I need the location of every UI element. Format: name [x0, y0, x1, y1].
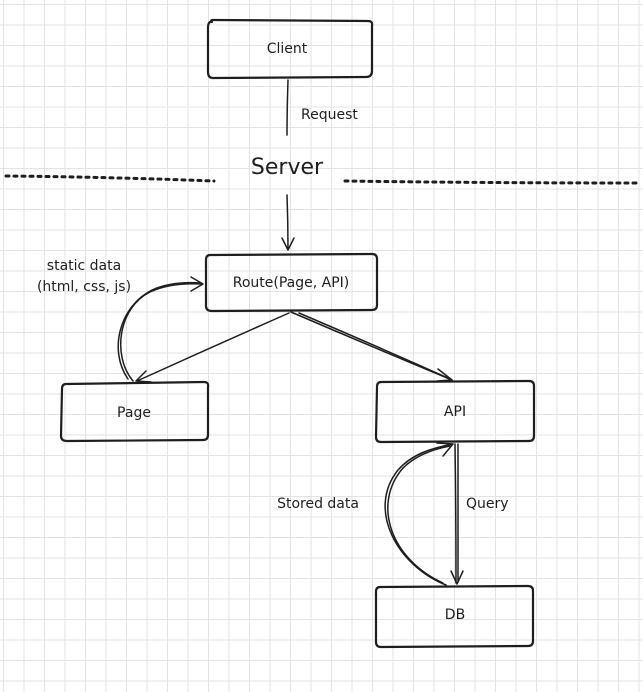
edge-route-api-line-2 — [298, 312, 449, 379]
node-db-box — [374, 584, 535, 649]
node-client-box — [206, 18, 374, 80]
edge-route-to-api — [290, 311, 453, 382]
edge-api-to-db: Query — [450, 443, 509, 585]
edge-request-line-bottom — [286, 194, 289, 250]
node-api-label: API — [444, 404, 466, 420]
server-boundary: Server — [4, 155, 640, 185]
boundary-line-left — [4, 174, 216, 183]
edge-stored-data-curve-2 — [387, 445, 451, 584]
node-api-box — [374, 379, 536, 444]
node-api[interactable]: API — [374, 379, 536, 444]
edge-request-line-top — [286, 79, 289, 136]
edge-static-data-label-line1: static data — [47, 258, 121, 274]
node-route-box — [204, 252, 379, 313]
edge-query-label: Query — [466, 496, 509, 512]
node-page[interactable]: Page — [59, 380, 210, 443]
edge-route-api-arrowhead — [436, 368, 453, 382]
edge-query-line-1 — [454, 443, 457, 584]
edge-route-page-arrowhead — [135, 370, 152, 383]
node-page-label: Page — [117, 405, 151, 421]
edge-route-page-line — [136, 312, 290, 382]
edge-static-data-curve-2 — [117, 281, 201, 380]
edge-db-to-api: Stored data — [277, 442, 454, 586]
node-db[interactable]: DB — [374, 584, 535, 649]
edge-static-data-curve — [120, 283, 203, 382]
node-client-label: Client — [267, 41, 308, 57]
edge-stored-data-arrowhead — [436, 442, 454, 457]
edge-page-to-route: static data (html, css, js) — [37, 258, 204, 382]
edge-client-to-route: Request — [281, 79, 358, 251]
edge-stored-data-curve-1 — [384, 443, 454, 586]
edge-stored-data-label: Stored data — [277, 496, 359, 512]
server-label: Server — [251, 155, 324, 180]
edge-static-data-arrowhead — [190, 276, 204, 292]
node-route-label: Route(Page, API) — [233, 275, 350, 291]
node-page-box — [59, 380, 210, 443]
edge-route-to-page — [135, 312, 290, 383]
edge-request-label: Request — [301, 107, 358, 123]
edge-request-arrowhead — [281, 237, 295, 251]
node-route[interactable]: Route(Page, API) — [204, 252, 379, 313]
boundary-line-right — [343, 179, 640, 185]
node-client[interactable]: Client — [206, 18, 374, 80]
edge-static-data-label-line2: (html, css, js) — [37, 279, 131, 295]
node-db-label: DB — [445, 607, 465, 623]
edge-query-arrowhead — [450, 570, 464, 585]
